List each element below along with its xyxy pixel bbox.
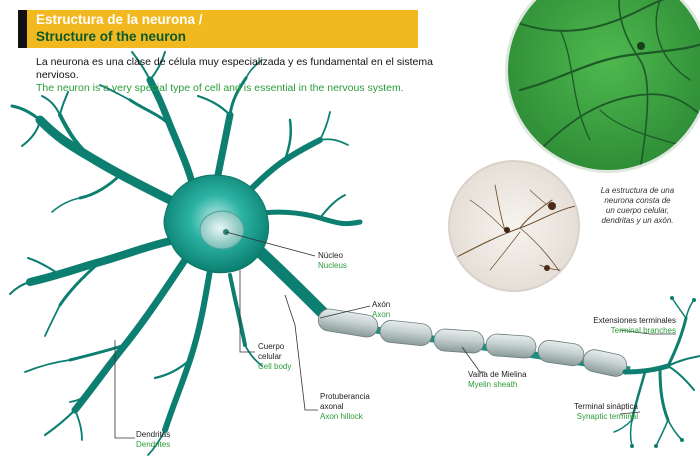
label-nucleus: Núcleo Nucleus	[318, 251, 347, 271]
label-terminal-branches: Extensiones terminales Terminal branches	[593, 316, 676, 336]
caption-line-3: un cuerpo celular,	[605, 206, 670, 215]
leader-lines	[114, 231, 676, 439]
title-spanish: Estructura de la neurona /	[36, 12, 203, 27]
label-cell-body-es-2: celular	[258, 352, 282, 361]
caption-line-4: dendritas y un axón.	[601, 216, 674, 225]
label-dendrites-es: Dendritas	[136, 430, 171, 439]
neuron-micrograph-green	[505, 0, 700, 173]
dendrites	[9, 51, 363, 456]
title-banner	[18, 10, 418, 48]
label-terminal-branches-en: Terminal branches	[610, 326, 676, 335]
label-axon-hillock-es-1: Protuberancia	[320, 392, 370, 401]
intro-english: The neuron is a very special type of cel…	[36, 82, 404, 94]
label-myelin-sheath: Vaina de Mielina Myelin sheath	[468, 370, 527, 390]
title-english: Structure of the neuron	[36, 29, 187, 44]
caption-line-2: neurona consta de	[604, 196, 671, 205]
label-myelin-sheath-en: Myelin sheath	[468, 380, 518, 389]
intro-spanish-line-2: nervioso.	[36, 69, 79, 81]
label-axon-en: Axon	[372, 310, 391, 319]
label-nucleus-en: Nucleus	[318, 261, 347, 270]
nucleus-shape	[199, 210, 245, 250]
label-synaptic-terminal-es: Terminal sináptica	[573, 402, 638, 411]
terminal-branches	[613, 296, 700, 448]
label-cell-body-es-1: Cuerpo	[258, 342, 285, 351]
label-myelin-sheath-es: Vaina de Mielina	[468, 370, 527, 379]
axon-hillock-shape	[252, 244, 331, 321]
myelin-sheath	[317, 308, 628, 377]
label-axon-hillock-en: Axon hillock	[320, 412, 363, 421]
label-synaptic-terminal-en: Synaptic terminal	[576, 412, 638, 421]
label-synaptic-terminal: Terminal sináptica Synaptic terminal	[574, 402, 638, 422]
label-axon-hillock: Protuberancia axonal Axon hillock	[320, 392, 370, 422]
title-banner-accent	[18, 10, 27, 48]
label-dendrites: Dendritas Dendrites	[136, 430, 170, 450]
label-nucleus-es: Núcleo	[318, 251, 343, 260]
label-axon-es: Axón	[372, 300, 391, 309]
label-cell-body-en: Cell body	[258, 362, 292, 371]
label-axon: Axón Axon	[372, 300, 390, 320]
label-dendrites-en: Dendrites	[136, 440, 171, 449]
intro-spanish: La neurona es una clase de célula muy es…	[36, 56, 433, 82]
label-cell-body: Cuerpo celular Cell body	[258, 342, 291, 372]
micrograph-caption: La estructura de una neurona consta de u…	[585, 186, 690, 226]
neuron-micrograph-stained	[448, 160, 580, 292]
label-axon-hillock-es-2: axonal	[320, 402, 344, 411]
label-terminal-branches-es: Extensiones terminales	[593, 316, 676, 325]
caption-line-1: La estructura de una	[600, 186, 675, 195]
intro-spanish-line-1: La neurona es una clase de célula muy es…	[36, 56, 433, 68]
